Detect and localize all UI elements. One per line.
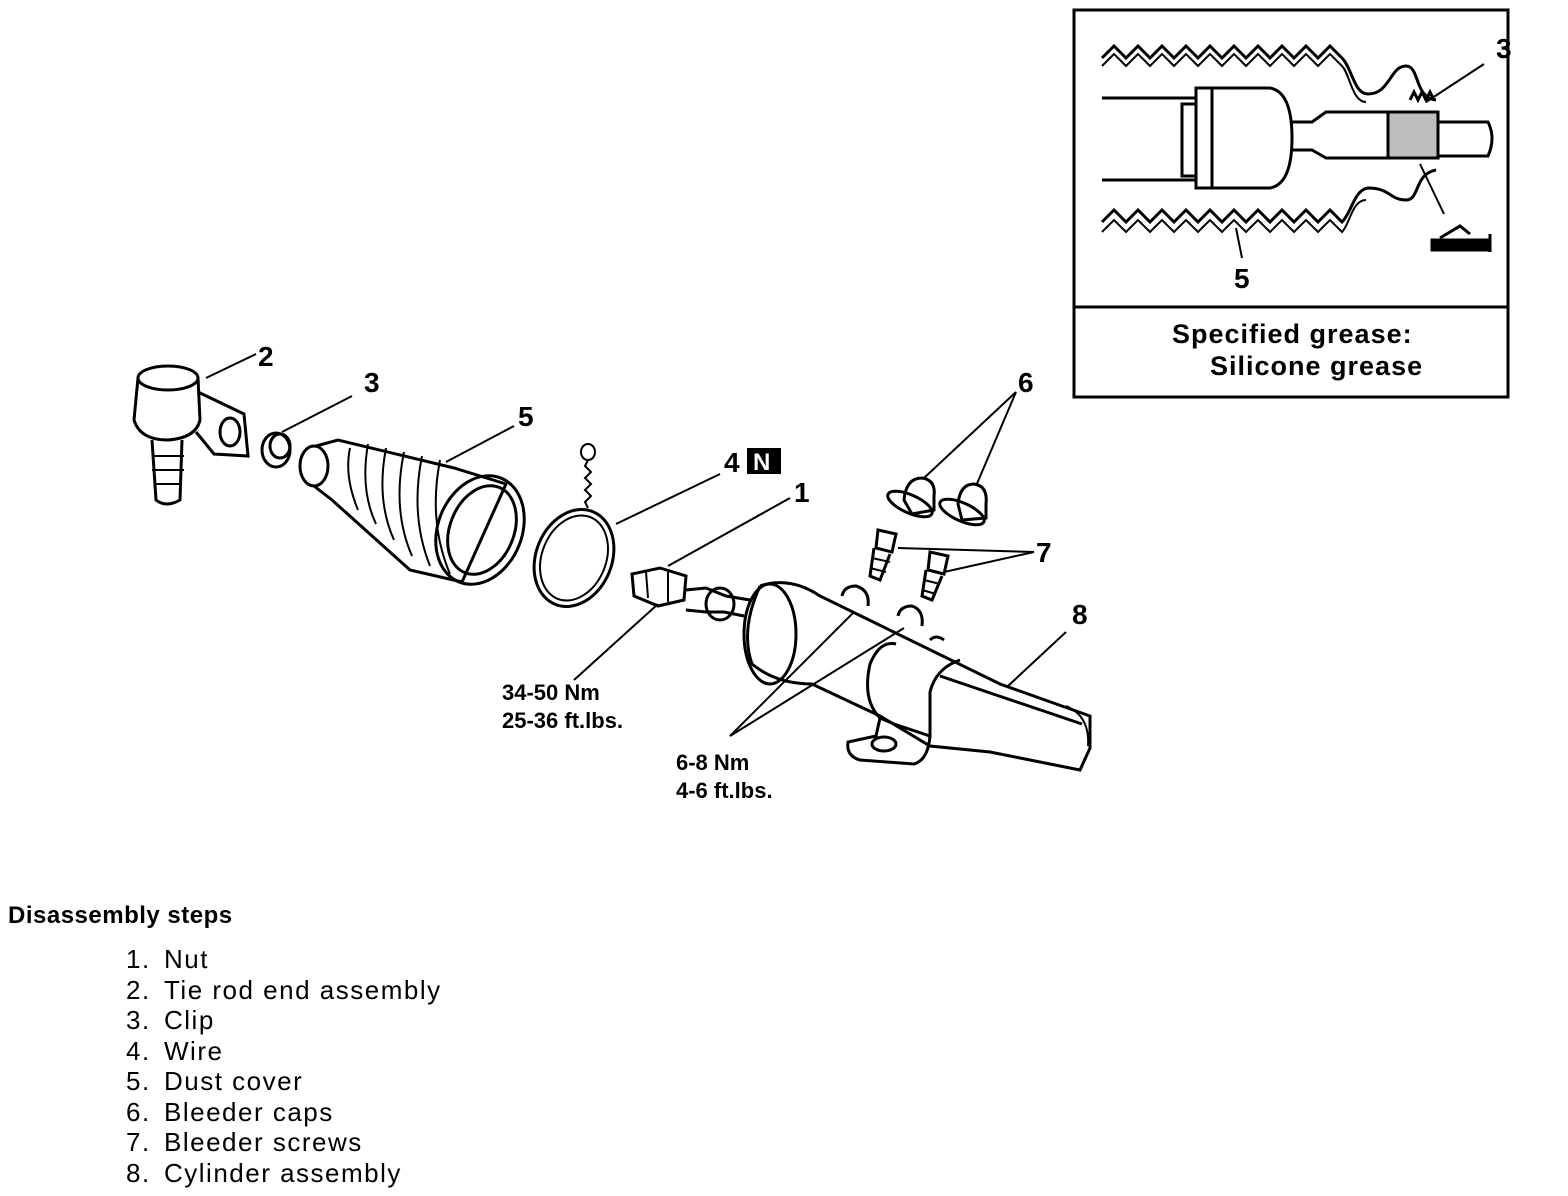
- torque-screw-ftlbs: 4-6 ft.lbs.: [676, 778, 773, 803]
- inset-callout-5: 5: [1234, 263, 1250, 294]
- list-item: 5. Dust cover: [126, 1066, 442, 1097]
- callout-4: 4: [724, 447, 740, 478]
- callout-3: 3: [364, 367, 380, 398]
- grease-gun-icon: [1430, 224, 1492, 252]
- steps-title: Disassembly steps: [8, 902, 233, 929]
- step-number: 8.: [126, 1157, 151, 1188]
- callout-5: 5: [518, 401, 534, 432]
- bleeder-caps: [886, 476, 988, 527]
- exploded-diagram: 3 5 2 3 5 4 N: [132, 8, 1512, 803]
- dust-cover: [298, 438, 526, 586]
- torque-nut-nm: 34-50 Nm: [502, 680, 600, 705]
- grease-inset: [1072, 8, 1510, 399]
- step-label: Tie rod end assembly: [164, 974, 442, 1005]
- inset-caption-line1: Specified grease:: [1172, 319, 1413, 349]
- inset-boot-top: [1100, 43, 1437, 102]
- list-item: 6. Bleeder caps: [126, 1097, 442, 1128]
- step-number: 2.: [126, 974, 151, 1005]
- clip: [260, 431, 292, 469]
- step-label: Cylinder assembly: [164, 1157, 402, 1188]
- list-item: 8. Cylinder assembly: [126, 1158, 442, 1189]
- callout-2: 2: [258, 341, 274, 372]
- list-item: 3. Clip: [126, 1005, 442, 1036]
- disassembly-steps: Disassembly steps 1. Nut 2. Tie rod end as…: [8, 902, 442, 1188]
- list-item: 2. Tie rod end assembly: [126, 975, 442, 1006]
- list-item: 1. Nut: [126, 944, 442, 975]
- inset-callout-3: 3: [1496, 33, 1512, 64]
- step-number: 1.: [126, 944, 151, 974]
- step-number: 5.: [126, 1066, 151, 1096]
- new-part-badge: [747, 448, 781, 474]
- torque-nut-ftlbs: 25-36 ft.lbs.: [502, 708, 623, 733]
- step-label: Bleeder caps: [164, 1096, 334, 1127]
- step-number: 6.: [126, 1096, 151, 1127]
- list-item: 7. Bleeder screws: [126, 1127, 442, 1158]
- step-label: Wire: [164, 1035, 224, 1066]
- callout-8: 8: [1072, 599, 1088, 630]
- step-label: Bleeder screws: [164, 1127, 363, 1157]
- callout-6: 6: [1018, 367, 1034, 398]
- list-item: 4. Wire: [126, 1036, 442, 1067]
- badge-letter: N: [753, 449, 770, 476]
- inset-boot-bottom: [1100, 168, 1437, 225]
- cylinder-assembly: [685, 581, 1092, 772]
- bleeder-screws: [868, 528, 950, 602]
- inset-caption-line2: Silicone grease: [1210, 351, 1424, 381]
- steps-list: 1. Nut 2. Tie rod end assembly 3. Clip 4. Wi…: [8, 944, 442, 1188]
- step-label: Clip: [164, 1005, 215, 1035]
- nut: [630, 566, 688, 608]
- step-number: 4.: [126, 1035, 151, 1066]
- step-number: 7.: [126, 1127, 151, 1157]
- inset-caption: Specified grease: Silicone grease: [1076, 318, 1506, 382]
- step-number: 3.: [126, 1005, 151, 1035]
- step-label: Nut: [164, 944, 209, 974]
- step-label: Dust cover: [164, 1066, 304, 1096]
- callout-7: 7: [1036, 537, 1052, 568]
- wire: [532, 443, 616, 608]
- tie-rod-end: [132, 364, 250, 506]
- callout-1: 1: [794, 477, 810, 508]
- torque-screw-nm: 6-8 Nm: [676, 750, 749, 775]
